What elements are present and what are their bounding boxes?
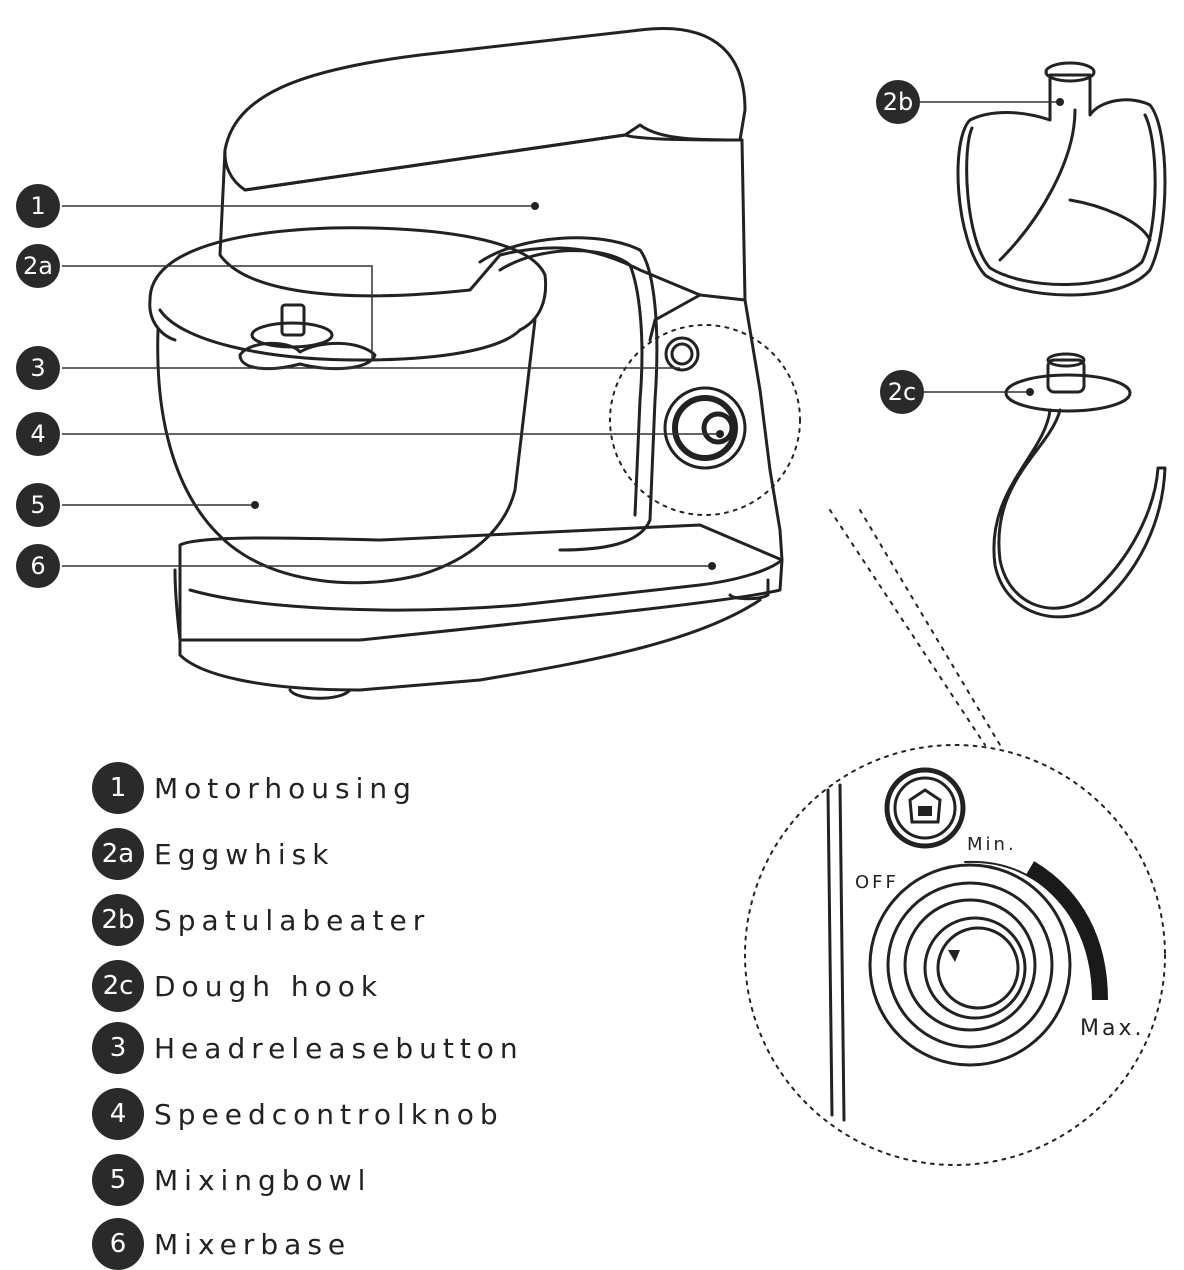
legend-label: Dough hook	[154, 969, 384, 1003]
mixer-column	[698, 298, 784, 587]
legend-label: Speedcontrolknob	[154, 1097, 504, 1131]
legend-label: Motorhousing	[154, 771, 417, 805]
legend-item-3: 3 Headreleasebutton	[92, 1022, 524, 1074]
legend-item-4: 4 Speedcontrolknob	[92, 1088, 504, 1140]
speed-knob-shape	[663, 386, 747, 470]
speed-dial-shape	[868, 863, 1072, 1067]
legend-badge: 1	[92, 762, 144, 814]
callout-6: 6	[16, 544, 60, 588]
zoom-detail-circle	[744, 744, 1166, 1166]
dough-hook-shape	[992, 352, 1167, 619]
callout-1: 1	[16, 184, 60, 228]
legend-badge: 2c	[92, 960, 144, 1012]
dial-min-label: Min.	[967, 834, 1017, 855]
legend-label: Spatulabeater	[154, 903, 431, 937]
legend-badge: 2b	[92, 894, 144, 946]
mixer-base-shape	[178, 523, 784, 642]
legend-label: Mixerbase	[154, 1227, 352, 1261]
legend-item-2c: 2c Dough hook	[92, 960, 383, 1012]
callout-2c: 2c	[880, 370, 924, 414]
legend-badge: 4	[92, 1088, 144, 1140]
legend-badge: 5	[92, 1154, 144, 1206]
callout-3: 3	[16, 346, 60, 390]
dial-max-label: Max.	[1080, 1016, 1145, 1041]
dial-off-label: OFF	[855, 872, 899, 893]
legend-badge: 6	[92, 1218, 144, 1270]
head-release-button-shape	[664, 336, 700, 372]
legend-label: Mixingbowl	[154, 1163, 372, 1197]
legend-label: Headreleasebutton	[154, 1031, 524, 1065]
spatula-beater-shape	[956, 61, 1167, 297]
motor-housing-shape	[223, 27, 747, 192]
callout-2b: 2b	[876, 80, 920, 124]
speed-range-arc	[1025, 861, 1108, 1001]
legend-badge: 3	[92, 1022, 144, 1074]
callout-5: 5	[16, 483, 60, 527]
legend-item-2b: 2b Spatulabeater	[92, 894, 430, 946]
mixer-head-icon	[908, 788, 942, 824]
callout-4: 4	[16, 412, 60, 456]
callout-2a: 2a	[16, 244, 60, 288]
legend-item-1: 1 Motorhousing	[92, 762, 417, 814]
mixing-bowl-shape	[148, 226, 548, 332]
legend-item-6: 6 Mixerbase	[92, 1218, 351, 1270]
legend-label: Eggwhisk	[154, 837, 335, 871]
legend-badge: 2a	[92, 828, 144, 880]
legend-item-2a: 2a Eggwhisk	[92, 828, 334, 880]
legend-item-5: 5 Mixingbowl	[92, 1154, 371, 1206]
control-panel-highlight	[609, 324, 801, 516]
